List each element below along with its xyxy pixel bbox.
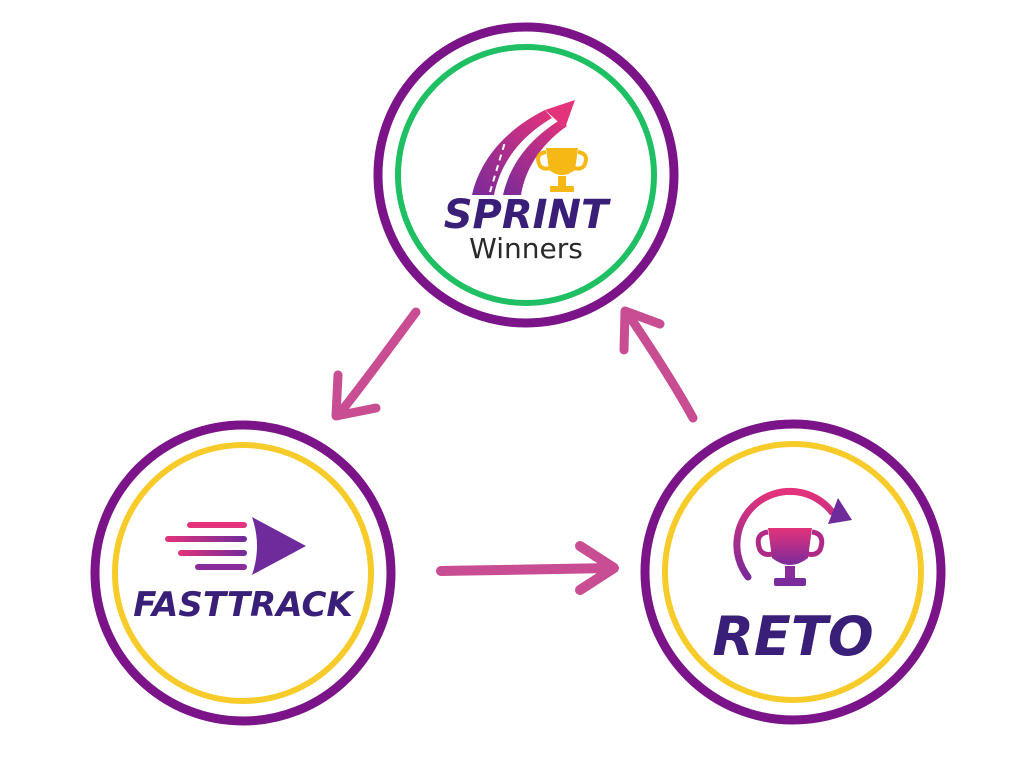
sprint-subtitle: Winners (469, 232, 583, 265)
inner-ring-gold (112, 442, 374, 704)
edge-reto-to-sprint (619, 306, 698, 423)
fasttrack-title: FASTTRACK (133, 585, 355, 625)
arrow-head-icon (575, 541, 619, 595)
edge-sprint-to-fasttrack (331, 307, 421, 421)
arrow-shaft (436, 563, 617, 576)
trophy-cycle-icon (733, 487, 852, 586)
node-reto: RETO (640, 419, 946, 725)
edge-fasttrack-to-reto (436, 541, 619, 595)
arrow-head-icon (331, 370, 381, 421)
node-sprint: SPRINT Winners (373, 22, 679, 328)
sprint-title: SPRINT (444, 192, 611, 238)
arrow-shaft (623, 309, 698, 423)
speed-arrow-icon (165, 517, 306, 575)
arrow-head-icon (619, 306, 665, 355)
reto-title: RETO (712, 605, 873, 668)
node-fasttrack: FASTTRACK (90, 420, 396, 726)
road-arrow-trophy-icon (472, 100, 588, 195)
arrow-shaft (335, 307, 421, 418)
